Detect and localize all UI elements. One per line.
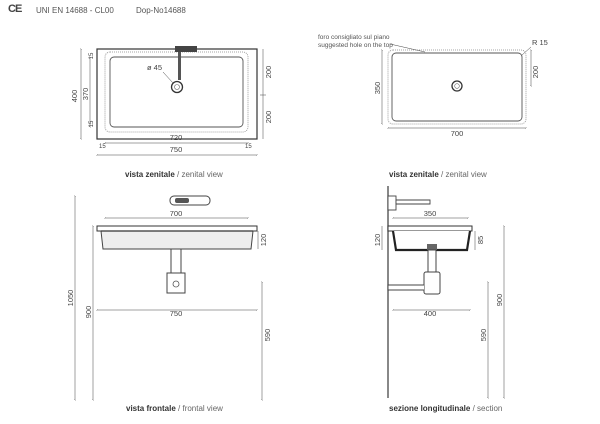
section-view: 350 120 85 400 900 590 sezione longitudi… (373, 186, 505, 413)
dim-w700-right: 700 (451, 129, 464, 138)
dim-h370: 370 (81, 88, 90, 101)
ce-mark: CE (8, 3, 22, 15)
caption-zenital-left: vista zenitale / zenital view (125, 170, 223, 179)
dim-h350: 350 (373, 82, 382, 95)
dim-sec-w350: 350 (424, 209, 437, 218)
caption-section: sezione longitudinale / section (389, 404, 502, 413)
caption-frontal: vista frontale / frontal view (126, 404, 223, 413)
dim-r200b: 200 (264, 111, 273, 124)
dim-front-h590: 590 (263, 329, 272, 342)
basin-front (100, 230, 254, 250)
dim-sec-h120: 120 (373, 234, 382, 247)
zenital-view-left: ø 45 400 370 15 15 200 200 720 750 15 15… (70, 46, 273, 179)
siphon-section (427, 249, 437, 273)
dim-front-w700: 700 (170, 209, 183, 218)
dim-r15: 15 (245, 144, 252, 150)
note-hole-it: foro consigliato sul piano (318, 34, 390, 41)
faucet-section-icon (387, 195, 397, 211)
dim-bot15: 15 (89, 120, 95, 127)
dim-front-w750: 750 (170, 309, 183, 318)
dim-sec-h85: 85 (476, 236, 485, 244)
dop-code-label: Dop-No14688 (136, 6, 186, 15)
dim-top15: 15 (89, 52, 95, 59)
caption-zenital-right: vista zenitale / zenital view (389, 170, 487, 179)
note-hole-en: suggested hole on the top (318, 42, 393, 49)
countertop-section (387, 225, 473, 232)
dim-l15: 15 (99, 144, 106, 150)
dim-front-h900: 900 (84, 306, 93, 319)
dim-sec-h900: 900 (495, 294, 504, 307)
drain-pipe-front (170, 248, 182, 274)
dim-sec-h590: 590 (479, 329, 488, 342)
dim-r15-radius: R 15 (532, 38, 548, 47)
frontal-view: 700 120 1050 900 750 590 vista frontale … (66, 195, 272, 413)
dim-r200a: 200 (264, 66, 273, 79)
drain-icon-right (451, 80, 463, 92)
standard-label: UNI EN 14688 - CL00 (36, 6, 114, 15)
dim-front-h120: 120 (259, 234, 268, 247)
dim-front-h1050: 1050 (66, 290, 75, 307)
dim-sec-w400: 400 (424, 309, 437, 318)
dim-h400: 400 (70, 90, 79, 103)
dim-d45: ø 45 (147, 63, 162, 72)
zenital-view-right: foro consigliato sul piano suggested hol… (318, 34, 548, 179)
faucet-icon (175, 46, 197, 52)
dim-r200-right: 200 (531, 66, 540, 79)
countertop-front (96, 225, 258, 232)
dim-w720: 720 (170, 133, 183, 142)
dim-w750: 750 (170, 145, 183, 154)
drain-icon (170, 80, 184, 94)
